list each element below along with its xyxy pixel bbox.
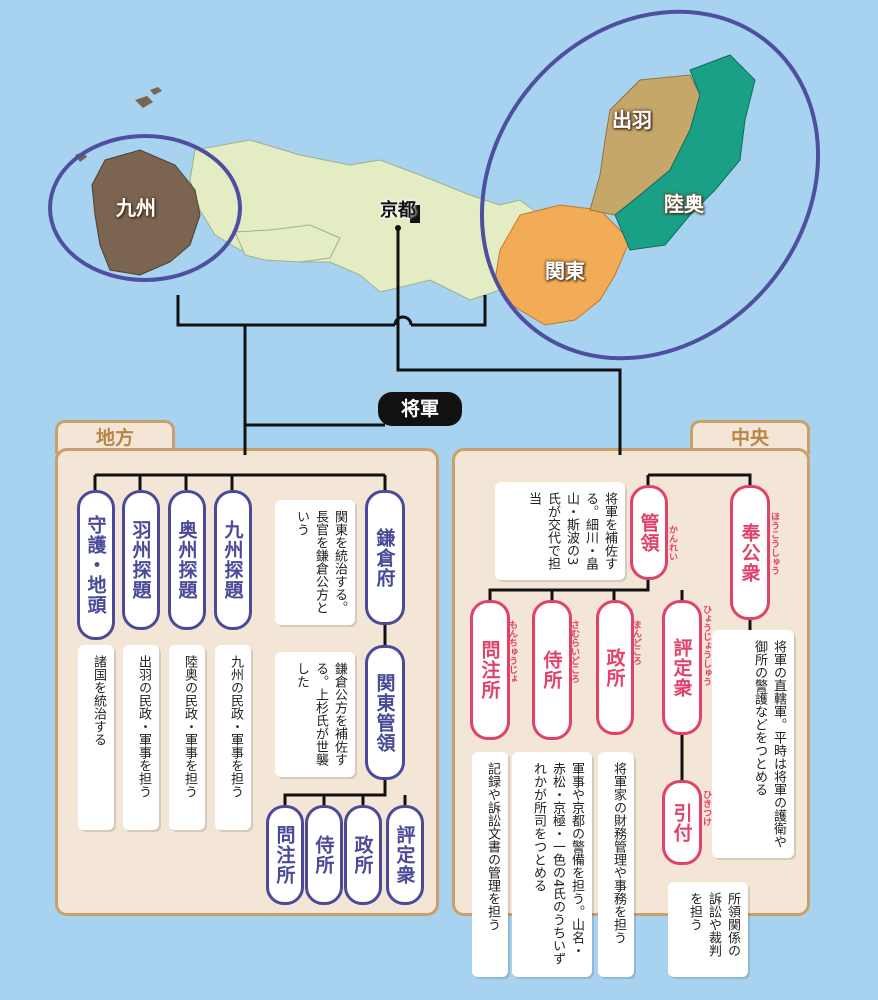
dewa-label: 出羽 <box>612 108 652 132</box>
kanto-kanrei-desc: 鎌倉公方を補佐する。上杉氏が世襲した <box>275 652 355 777</box>
kanrei-ruby: かんれい <box>667 525 677 561</box>
samuraidokoro-node: 侍所 <box>532 600 572 740</box>
kamakura-monchujo-node: 問注所 <box>266 805 304 905</box>
kyushu-label: 九州 <box>116 196 156 220</box>
hikitsuke-desc: 所領関係の訴訟や裁判を担う <box>668 882 748 977</box>
monchujo-node: 問注所 <box>470 600 510 740</box>
island <box>135 96 153 108</box>
mandokoro-ruby: まんどころ <box>631 620 641 665</box>
island <box>150 87 162 95</box>
kanrei-desc: 将軍を補佐する。細川・畠山・斯波の3氏が交代で担当 <box>495 482 625 580</box>
kyoto-label: 京都 <box>380 200 416 221</box>
mandokoro-node: 政所 <box>596 600 634 735</box>
hokoshu-ruby: ほうこうしゅう <box>769 512 779 575</box>
ushu-tandai-desc: 出羽の民政・軍事を担う <box>123 645 159 830</box>
ushu-tandai-node: 羽州探題 <box>122 490 160 630</box>
oshu-tandai-desc: 陸奥の民政・軍事を担う <box>169 645 205 830</box>
kanrei-node: 管領 <box>630 485 668 580</box>
oshu-tandai-node: 奥州探題 <box>168 490 206 630</box>
hikitsuke-node: 引付 <box>662 780 702 865</box>
east-ellipse <box>479 9 821 361</box>
kamakurafu-node: 鎌倉府 <box>365 490 405 625</box>
kyushu-ellipse <box>48 134 242 282</box>
kyushu-region <box>91 149 201 276</box>
hokoshu-node: 奉公衆 <box>730 485 770 620</box>
shogun-node: 将軍 <box>378 392 462 426</box>
samuraidokoro-desc: 軍事や京都の警備を担う。山名・赤松・京極・一色の4氏のうちいずれかが所司をつとめ… <box>512 752 592 977</box>
hyojoshu-ruby: ひょうじょうしゅう <box>701 605 711 686</box>
mandokoro-desc: 将軍家の財務管理や事務を担う <box>598 752 634 977</box>
kyoto-marker <box>410 205 420 223</box>
monchujo-ruby: もんちゅうじょ <box>507 620 517 683</box>
kanto-label: 関東 <box>545 259 585 283</box>
kamakura-mandokoro-node: 政所 <box>344 805 382 905</box>
kyushu-tandai-desc: 九州の民政・軍事を担う <box>215 645 251 830</box>
kyushu-tandai-node: 九州探題 <box>214 490 252 630</box>
shugo-jito-node: 守護・地頭 <box>77 490 115 640</box>
samuraidokoro-ruby: さむらいどころ <box>569 620 579 683</box>
monchujo-desc: 記録や訴訟文書の管理を担う <box>472 752 508 977</box>
shugo-jito-desc: 諸国を統治する <box>78 645 114 830</box>
shikoku <box>234 224 341 263</box>
kanto-kanrei-node: 関東管領 <box>365 645 405 780</box>
kamakura-hyojoshu-node: 評定衆 <box>386 805 424 905</box>
mutsu-region <box>614 54 756 251</box>
hikitsuke-ruby: ひきつけ <box>701 790 711 826</box>
hyojoshu-node: 評定衆 <box>662 600 702 735</box>
kamakura-samuraidokoro-node: 侍所 <box>305 805 343 905</box>
hokoshu-desc: 将軍の直轄軍。平時は将軍の護衛や御所の警護などをつとめる <box>712 630 794 858</box>
mutsu-label: 陸奥 <box>664 192 704 216</box>
kamakurafu-desc: 関東を統治する。長官を鎌倉公方という <box>275 500 355 625</box>
